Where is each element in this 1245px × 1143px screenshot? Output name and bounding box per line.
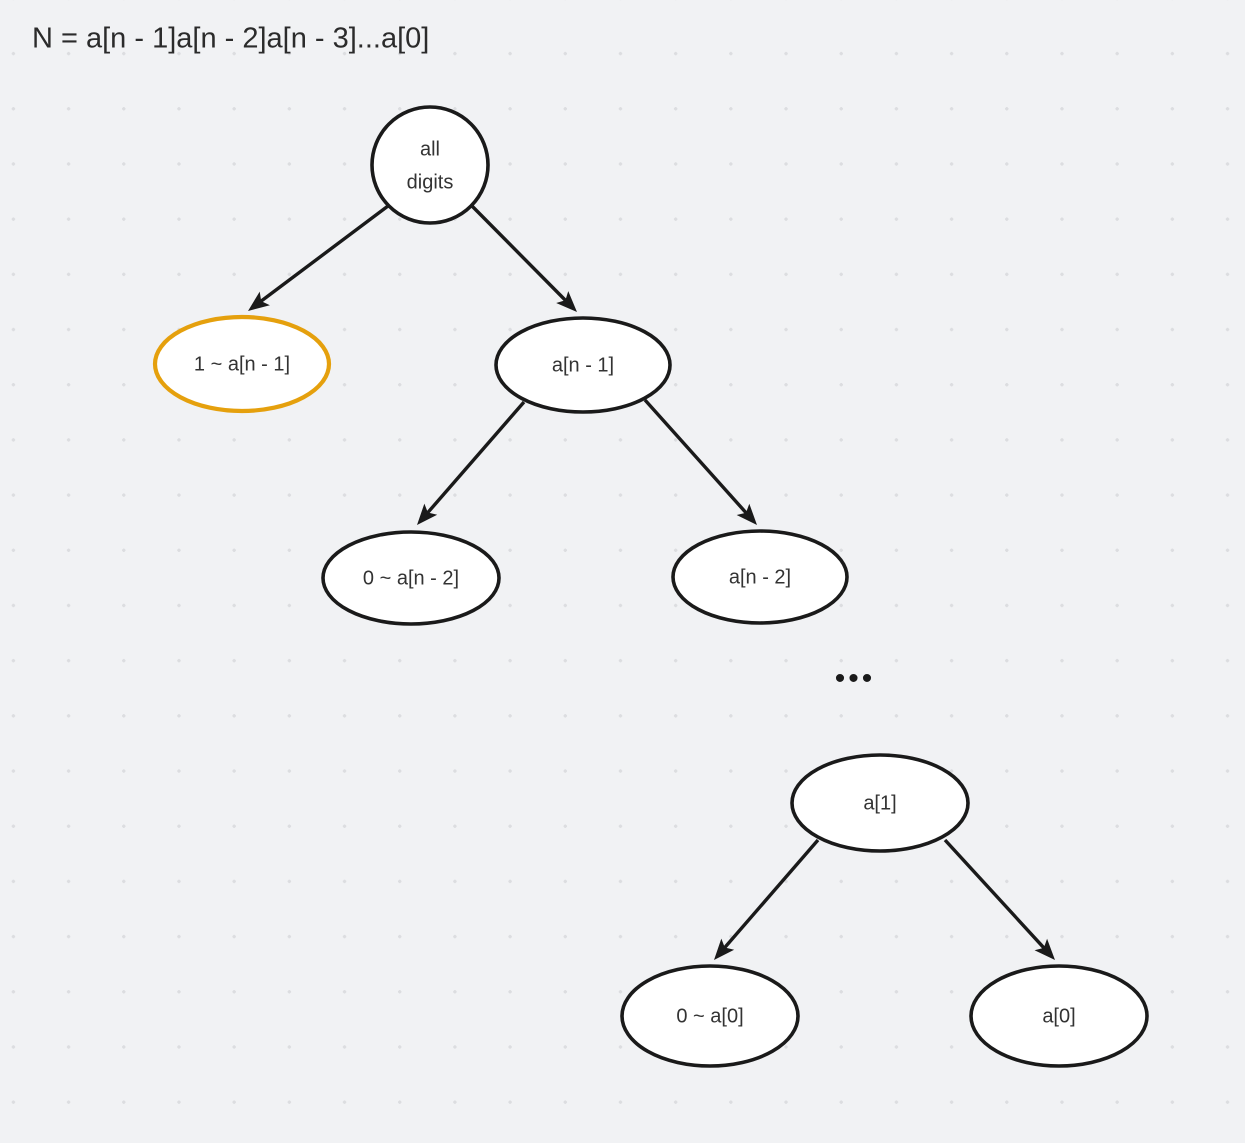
arrow-head-icon	[248, 291, 270, 311]
ellipsis-marker: •••	[835, 662, 876, 695]
node-a-0[interactable]: a[0]	[969, 964, 1149, 1068]
node-range-n-2[interactable]: 0 ~ a[n - 2]	[321, 530, 501, 626]
arrow-head-icon	[417, 503, 438, 525]
node-shape-ellipse[interactable]	[790, 753, 970, 853]
edge-a-n-1-to-a-n-2	[643, 398, 757, 525]
node-shape-ellipse[interactable]	[671, 529, 849, 625]
edge-line	[426, 400, 526, 515]
edge-line	[470, 204, 567, 302]
node-label: 0 ~ a[n - 2]	[363, 567, 459, 589]
node-shape-ellipse[interactable]	[620, 964, 800, 1068]
node-a-1[interactable]: a[1]	[790, 753, 970, 853]
node-label: a[n - 1]	[552, 354, 614, 376]
node-label: a[1]	[863, 792, 896, 814]
node-shape-ellipse[interactable]	[494, 316, 672, 414]
nodes-group: all digits 1 ~ a[n - 1] a[n - 1] 0 ~ a[n - 2…	[152, 105, 1149, 1068]
node-label: 0 ~ a[0]	[676, 1005, 743, 1027]
node-a-n-2[interactable]: a[n - 2]	[671, 529, 849, 625]
edges-group	[248, 204, 1055, 960]
node-label: a[n - 2]	[729, 566, 791, 588]
node-label-line2: digits	[407, 171, 454, 193]
arrow-head-icon	[1034, 938, 1055, 960]
edge-a-n-1-to-range-n-2	[417, 400, 526, 525]
arrow-head-icon	[556, 291, 577, 312]
node-shape-ellipse[interactable]	[969, 964, 1149, 1068]
edge-line	[943, 838, 1046, 950]
edge-root-to-range-n-1	[248, 204, 390, 311]
node-label: a[0]	[1042, 1005, 1075, 1027]
edge-a-1-to-range-0	[714, 838, 820, 960]
node-shape-ellipse[interactable]	[321, 530, 501, 626]
page-title: N = a[n - 1]a[n - 2]a[n - 3]...a[0]	[32, 23, 429, 55]
edge-root-to-a-n-1	[470, 204, 577, 312]
node-shape-ellipse[interactable]	[152, 314, 332, 414]
node-shape-circle[interactable]	[370, 105, 490, 225]
edge-line	[643, 398, 748, 515]
node-label: all	[420, 138, 440, 160]
edge-line	[259, 204, 390, 303]
arrow-head-icon	[736, 503, 757, 525]
arrow-head-icon	[714, 938, 735, 960]
edge-line	[723, 838, 820, 950]
node-a-n-1[interactable]: a[n - 1]	[494, 316, 672, 414]
node-range-n-1[interactable]: 1 ~ a[n - 1]	[152, 314, 332, 414]
edge-a-1-to-a-0	[943, 838, 1055, 960]
node-root[interactable]: all digits	[370, 105, 490, 225]
node-range-0[interactable]: 0 ~ a[0]	[620, 964, 800, 1068]
node-label: 1 ~ a[n - 1]	[194, 353, 290, 375]
